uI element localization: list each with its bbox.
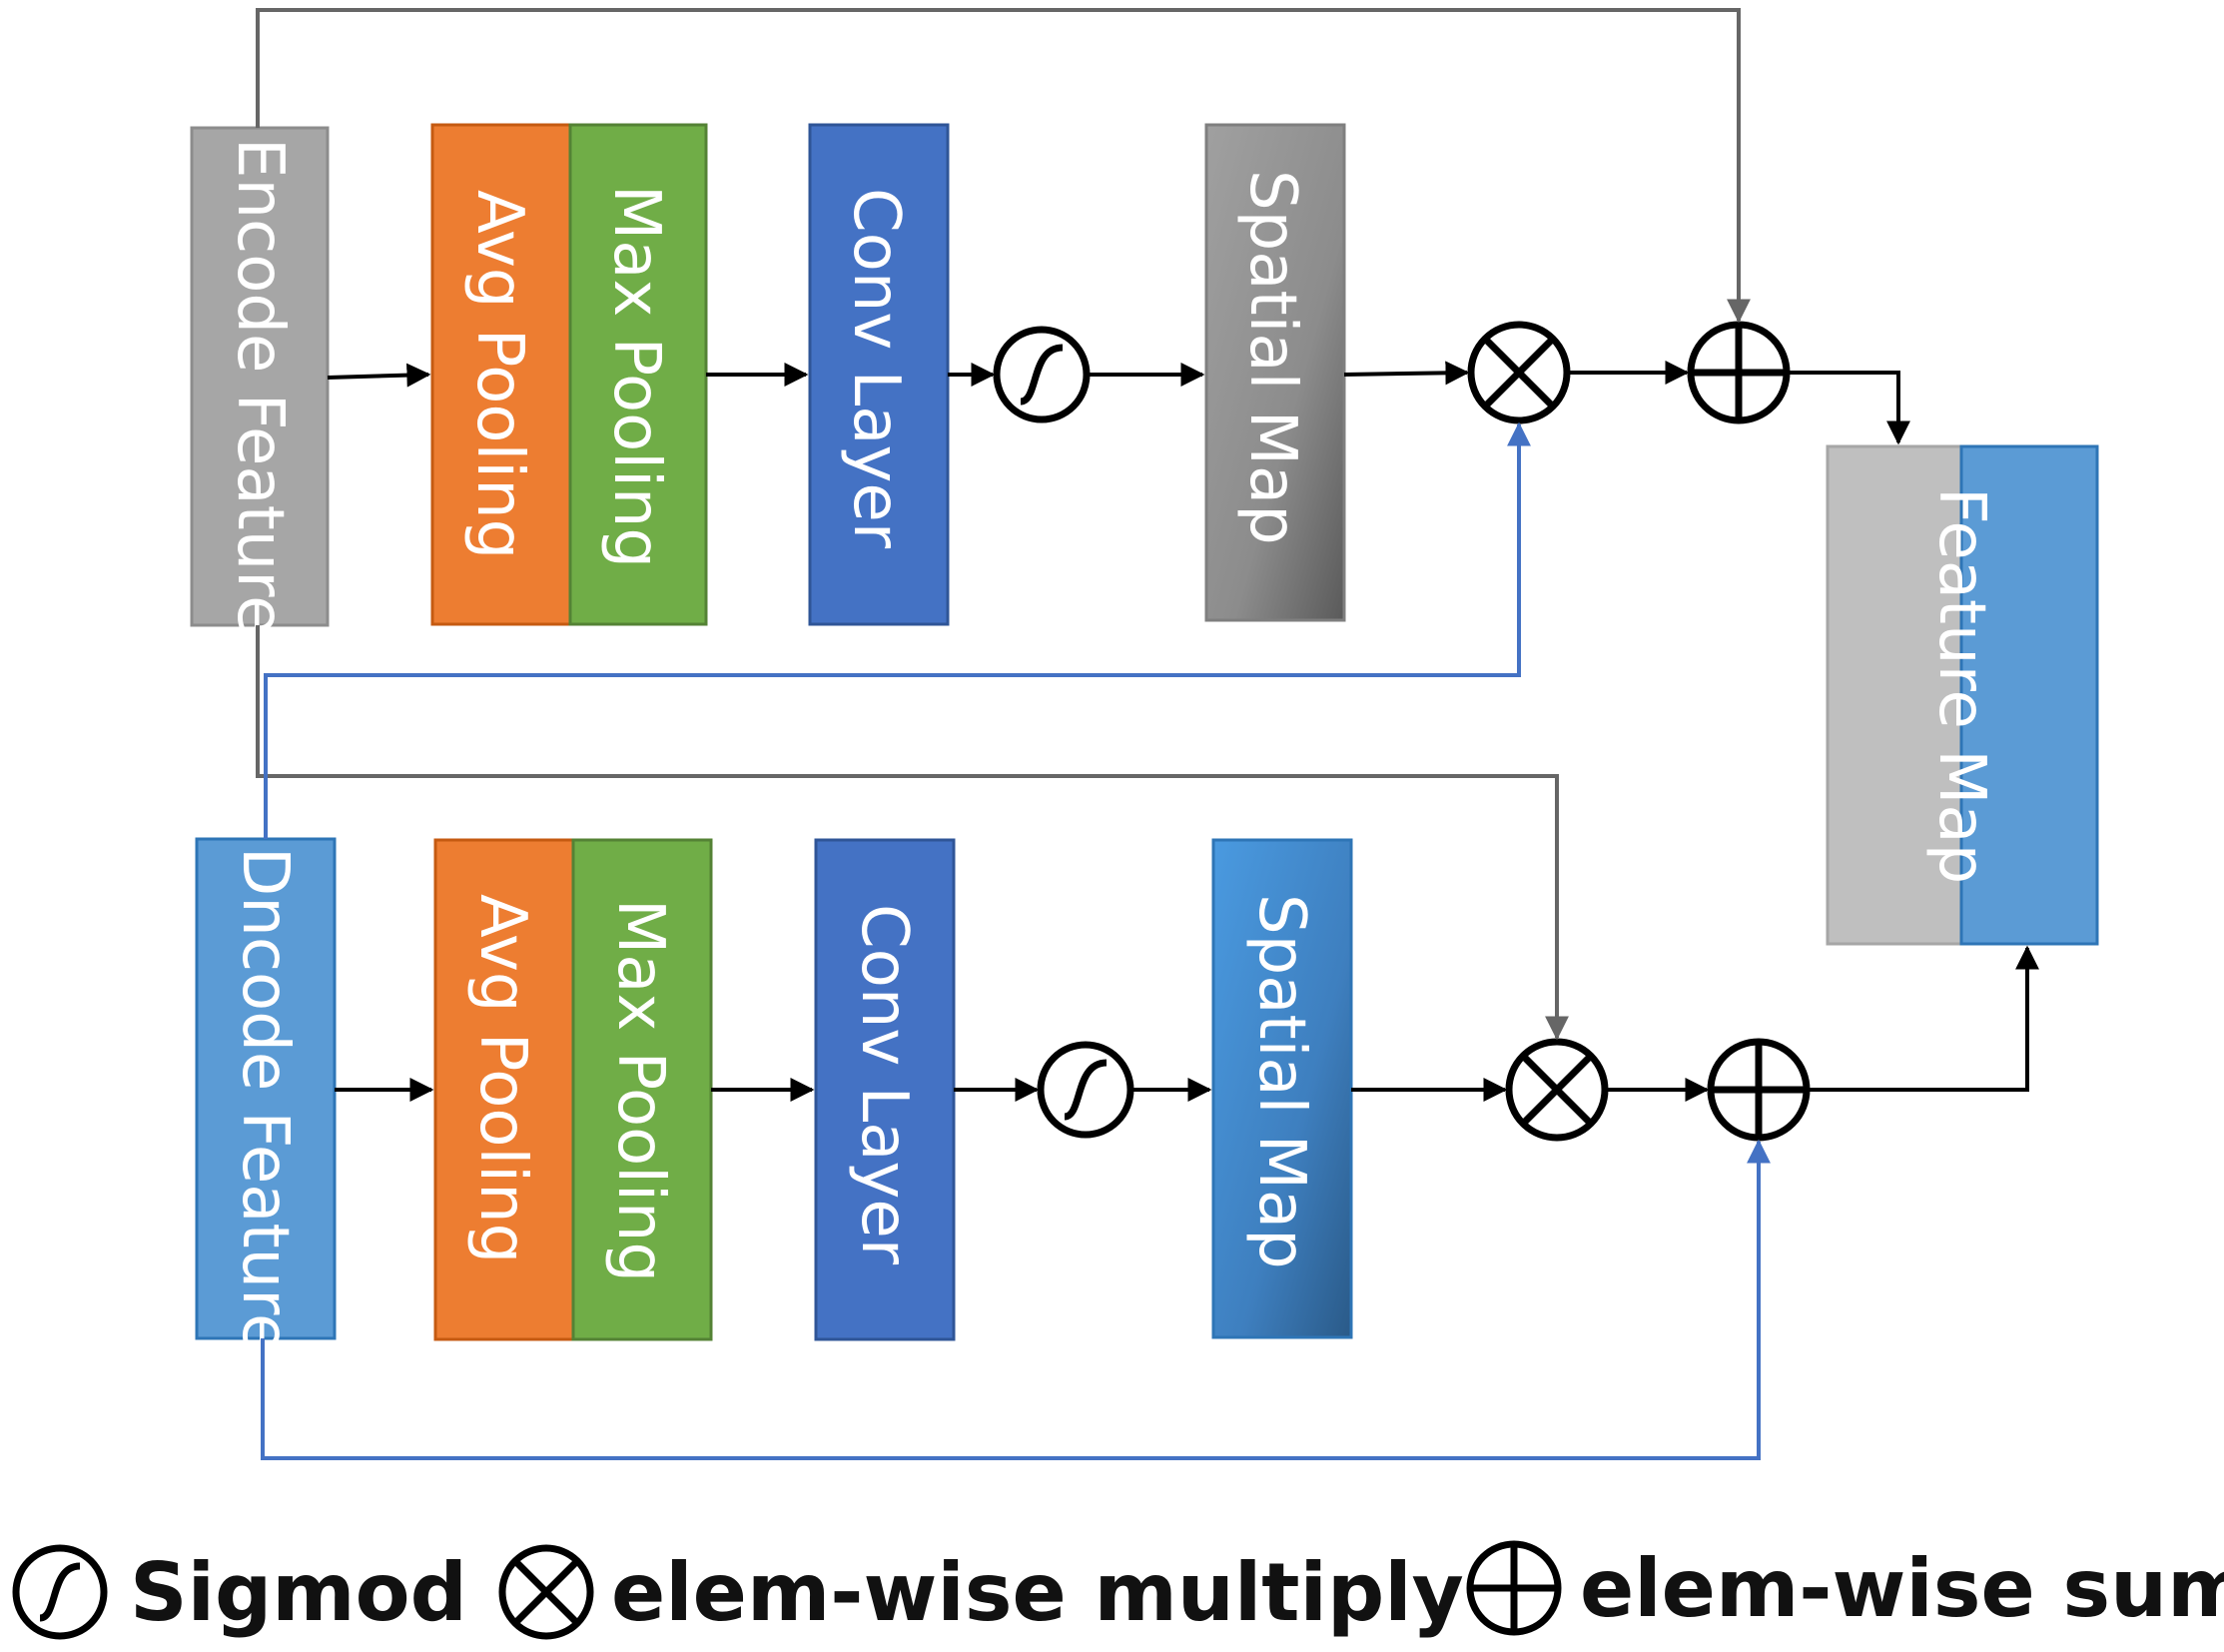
legend-sigmoid-label: Sigmod	[130, 1546, 467, 1639]
top-row: Encode Feature Avg Pooling Max Pooling C…	[190, 123, 1791, 635]
bottom-conv-layer-block	[814, 838, 956, 1341]
legend: Sigmod elem-wise multiply elem-wise sum	[12, 1540, 2224, 1640]
dncode-feature-label: Dncode Feature	[228, 847, 302, 1352]
bottom-spatial-map-label: Spatial Map	[1244, 894, 1318, 1269]
top-avg-pooling-block	[430, 123, 572, 626]
flow-arrows	[327, 361, 2039, 1102]
bottom-avg-pooling-label: Avg Pooling	[465, 894, 539, 1263]
blue-skip-connections	[261, 421, 1771, 1460]
bottom-spatial-map-block	[1211, 838, 1353, 1339]
top-spatial-map-label: Spatial Map	[1235, 170, 1309, 545]
top-max-pooling-label: Max Pooling	[599, 185, 673, 568]
output-feature-map: Feature Map	[1826, 444, 2099, 946]
encode-feature-block	[190, 126, 330, 627]
top-conv-layer-block	[808, 123, 950, 626]
top-avg-pooling-label: Avg Pooling	[462, 190, 536, 559]
gray-skip-connections	[256, 8, 1751, 1041]
top-sigmoid-icon	[993, 326, 1091, 423]
bottom-row: Dncode Feature Avg Pooling Max Pooling C…	[195, 837, 1811, 1352]
bottom-conv-layer-label: Conv Layer	[847, 904, 921, 1265]
legend-multiply-label: elem-wise multiply	[611, 1546, 1464, 1639]
encode-feature-label: Encode Feature	[223, 138, 297, 635]
bottom-sigmoid-curve	[1064, 1059, 1108, 1121]
top-conv-layer-label: Conv Layer	[839, 188, 913, 549]
feature-map-label: Feature Map	[1924, 487, 1998, 884]
legend-sigmoid-icon	[12, 1544, 108, 1640]
bottom-max-pooling-label: Max Pooling	[603, 899, 677, 1282]
top-sigmoid-curve	[1020, 344, 1064, 406]
feature-map-blue-part	[1959, 444, 2099, 946]
bottom-avg-pooling-block	[433, 838, 575, 1341]
top-max-pooling-block	[568, 123, 708, 626]
feature-map-gray-part	[1826, 444, 1963, 946]
legend-sum-label: elem-wise sum	[1580, 1542, 2224, 1635]
bottom-sigmoid-icon	[1037, 1041, 1134, 1139]
